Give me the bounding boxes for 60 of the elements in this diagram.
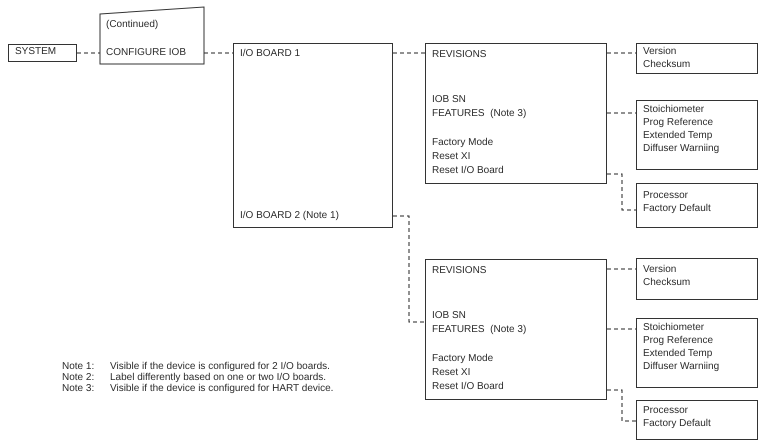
menu-item: Reset XI bbox=[432, 151, 470, 163]
menu-item: CONFIGURE IOB bbox=[106, 47, 186, 59]
menu-box bbox=[636, 258, 758, 300]
menu-box bbox=[636, 400, 758, 440]
note-number: Note 3: bbox=[62, 383, 96, 394]
connector-line bbox=[204, 52, 234, 54]
menu-item: Diffuser Warniing bbox=[643, 143, 720, 155]
note-number: Note 1: bbox=[62, 361, 96, 372]
menu-item: Processor bbox=[643, 190, 688, 202]
menu-item: FEATURES (Note 3) bbox=[432, 108, 526, 120]
connector-line bbox=[606, 268, 636, 270]
menu-item: SYSTEM bbox=[15, 46, 56, 58]
note-text: Visible if the device is configured for 2 I/O boards. bbox=[110, 361, 331, 372]
menu-box bbox=[636, 43, 758, 74]
menu-item: Processor bbox=[643, 405, 688, 417]
menu-item: Version bbox=[643, 46, 676, 58]
connector-line bbox=[606, 390, 636, 422]
menu-box bbox=[8, 44, 77, 62]
menu-box bbox=[636, 100, 758, 170]
menu-item: Reset XI bbox=[432, 367, 470, 379]
menu-box bbox=[425, 259, 607, 400]
menu-item: FEATURES (Note 3) bbox=[432, 324, 526, 336]
connector-line bbox=[392, 216, 426, 322]
note-text: Label differently based on one or two I/O boards. bbox=[110, 372, 328, 383]
menu-item: IOB SN bbox=[432, 310, 466, 322]
continued-menu-box bbox=[100, 7, 204, 64]
menu-item: Stoichiometer bbox=[643, 322, 704, 334]
menu-item: Diffuser Warniing bbox=[643, 361, 720, 373]
menu-item: Extended Temp bbox=[643, 130, 712, 142]
connector-line bbox=[392, 52, 426, 54]
menu-box bbox=[425, 43, 607, 184]
menu-item: Prog Reference bbox=[643, 117, 714, 129]
menu-item: Factory Default bbox=[643, 418, 711, 430]
menu-item: Factory Default bbox=[643, 203, 711, 215]
menu-item: Factory Mode bbox=[432, 353, 494, 365]
menu-item: Stoichiometer bbox=[643, 104, 704, 116]
menu-item: IOB SN bbox=[432, 94, 466, 106]
menu-box bbox=[636, 183, 758, 228]
menu-item: I/O BOARD 2 (Note 1) bbox=[240, 210, 339, 222]
menu-box bbox=[636, 318, 758, 388]
menu-item: Extended Temp bbox=[643, 348, 712, 360]
menu-item: Checksum bbox=[643, 277, 690, 289]
menu-item: Reset I/O Board bbox=[432, 165, 504, 177]
menu-item: Version bbox=[643, 264, 676, 276]
connector-line bbox=[606, 52, 636, 54]
menu-item: REVISIONS bbox=[432, 265, 486, 277]
connector-line bbox=[606, 112, 636, 114]
connector-line bbox=[606, 328, 636, 330]
connector-line bbox=[76, 52, 100, 54]
menu-item: Prog Reference bbox=[643, 335, 714, 347]
menu-item: Checksum bbox=[643, 59, 690, 71]
menu-item: REVISIONS bbox=[432, 49, 486, 61]
menu-item: (Continued) bbox=[106, 19, 158, 31]
note-text: Visible if the device is configured for HART device. bbox=[110, 383, 334, 394]
note-number: Note 2: bbox=[62, 372, 96, 383]
menu-box bbox=[233, 43, 393, 228]
menu-item: Factory Mode bbox=[432, 137, 494, 149]
connector-line bbox=[606, 174, 636, 210]
menu-item: I/O BOARD 1 bbox=[240, 48, 300, 60]
menu-item: Reset I/O Board bbox=[432, 381, 504, 393]
